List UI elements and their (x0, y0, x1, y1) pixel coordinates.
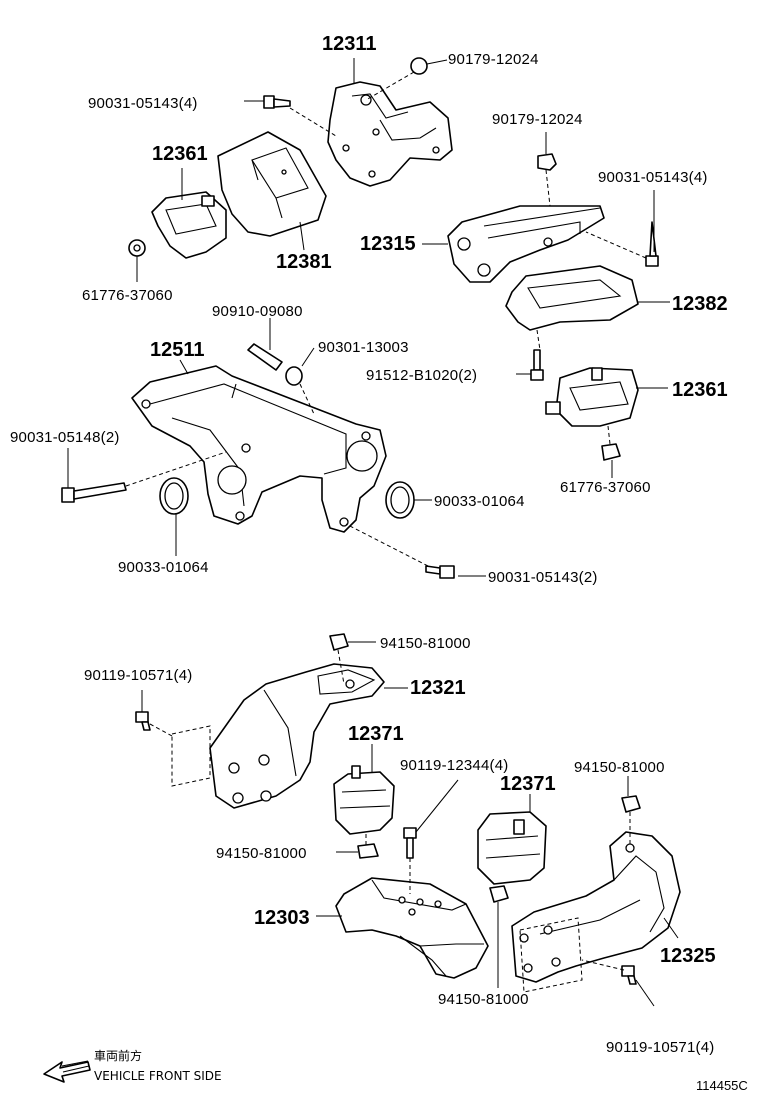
crossmember-12511 (131, 359, 387, 533)
bracket-12325 (511, 831, 681, 993)
cover-12381 (217, 131, 327, 251)
part-number-91512-b1020-2: 91512-B1020(2) (366, 367, 477, 384)
legend-english-label: VEHICLE FRONT SIDE (94, 1069, 222, 1083)
bolt-icon (403, 779, 459, 894)
diagram-reference-number: 114455C (696, 1078, 748, 1093)
part-number-12381: 12381 (276, 251, 332, 273)
part-number-90031-05143-2: 90031-05143(2) (488, 569, 598, 586)
long-bolt-icon (61, 448, 227, 503)
part-number-12361-right: 12361 (672, 379, 728, 401)
part-number-12361-top: 12361 (152, 143, 208, 165)
bolt-icon (345, 523, 486, 579)
bolt-icon (135, 690, 173, 737)
part-number-90301-13003: 90301-13003 (318, 339, 409, 356)
part-number-90033-01064-left: 90033-01064 (118, 559, 209, 576)
nut-icon (365, 57, 448, 101)
bolt-icon (581, 959, 655, 1007)
insulator-12361-right (545, 367, 668, 427)
part-number-90031-05143-4-right: 90031-05143(4) (598, 169, 708, 186)
nut-icon (128, 239, 146, 282)
legend-japanese-label: 車両前方 (94, 1048, 142, 1063)
part-number-90119-10571-4-left: 90119-10571(4) (84, 667, 192, 684)
part-number-12303: 12303 (254, 907, 310, 929)
part-number-90031-05143-4-top: 90031-05143(4) (88, 95, 198, 112)
cover-12382 (505, 265, 670, 331)
ring-icon (285, 347, 315, 415)
ring-left-icon (159, 477, 189, 556)
part-number-90119-12344-4: 90119-12344(4) (400, 757, 508, 774)
part-number-12315: 12315 (360, 233, 416, 255)
nut-icon (621, 776, 641, 846)
part-number-12371-left: 12371 (348, 723, 404, 745)
bolt-icon (585, 190, 659, 267)
bracket-12321 (171, 663, 408, 809)
part-number-12371-right: 12371 (500, 773, 556, 795)
nut-icon (329, 633, 376, 685)
part-number-90910-09080: 90910-09080 (212, 303, 303, 320)
bolt-icon (516, 329, 544, 381)
part-number-90033-01064-right: 90033-01064 (434, 493, 525, 510)
nut-icon (489, 885, 509, 988)
ring-right-icon (385, 481, 432, 519)
insulator-12371-right (477, 794, 547, 885)
part-number-12321: 12321 (410, 677, 466, 699)
bracket-12315 (422, 205, 605, 283)
stud-icon (247, 318, 283, 371)
vehicle-front-arrow-icon (43, 1060, 91, 1083)
part-number-90031-05148-2: 90031-05148(2) (10, 429, 120, 446)
part-number-94150-81000-bottom: 94150-81000 (438, 991, 529, 1008)
part-number-61776-37060-top: 61776-37060 (82, 287, 173, 304)
part-number-90179-12024-right: 90179-12024 (492, 111, 583, 128)
nut-icon (537, 132, 557, 207)
part-number-94150-81000-right: 94150-81000 (574, 759, 665, 776)
part-number-12382: 12382 (672, 293, 728, 315)
part-number-94150-81000-top: 94150-81000 (380, 635, 471, 652)
part-number-94150-81000-left: 94150-81000 (216, 845, 307, 862)
nut-icon (601, 425, 621, 478)
part-number-12325: 12325 (660, 945, 716, 967)
part-number-90119-10571-4-bottom: 90119-10571(4) (606, 1039, 714, 1056)
insulator-12371-left (333, 744, 395, 835)
part-number-12311: 12311 (322, 33, 377, 55)
part-number-90179-12024-top: 90179-12024 (448, 51, 539, 68)
part-number-12511: 12511 (150, 339, 205, 361)
bracket-12303 (316, 877, 489, 979)
insulator-12361-top (151, 168, 227, 259)
bolt-icon (244, 95, 337, 137)
bracket-12311 (327, 58, 453, 187)
nut-icon (336, 834, 379, 859)
part-number-61776-37060-right: 61776-37060 (560, 479, 651, 496)
